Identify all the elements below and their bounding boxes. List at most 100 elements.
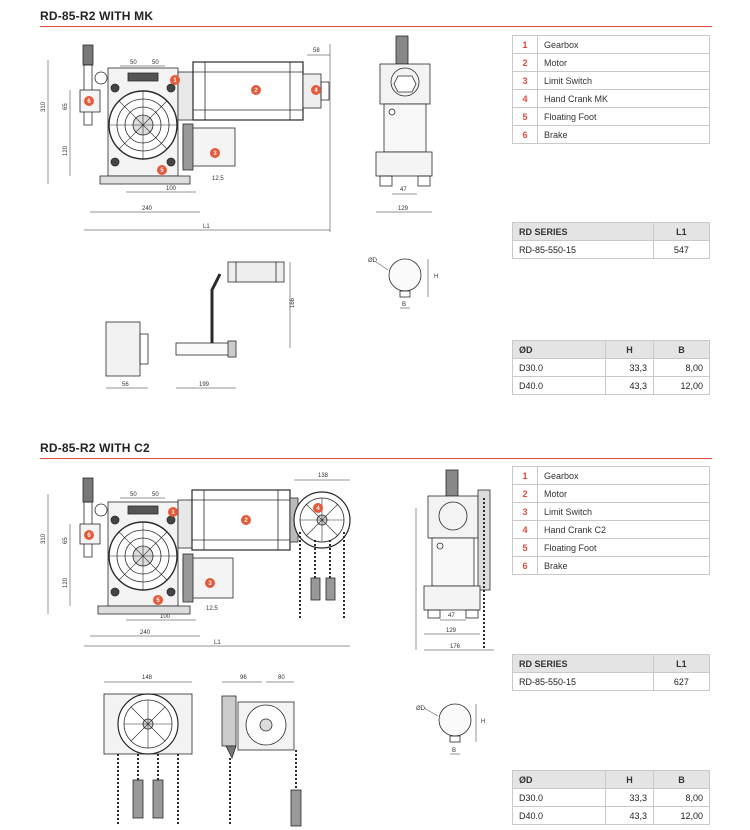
part-number: 5 — [512, 538, 538, 557]
dim-129: 129 — [446, 628, 457, 634]
part-number: 1 — [512, 466, 538, 485]
part-number: 2 — [512, 53, 538, 72]
dim-65: 65 — [63, 103, 69, 110]
dim-b: B — [402, 302, 406, 308]
part-number: 3 — [512, 502, 538, 521]
section-title-c2: RD-85-R2 WITH C2 — [40, 441, 150, 455]
dim-240: 240 — [140, 630, 151, 636]
svg-text:3: 3 — [213, 151, 217, 157]
part-label: Floating Foot — [537, 538, 710, 557]
dim-310: 310 — [41, 101, 47, 112]
dim-120: 120 — [63, 577, 69, 588]
svg-text:6: 6 — [87, 533, 91, 539]
section-title-mk: RD-85-R2 WITH MK — [40, 9, 154, 23]
dim-50b: 50 — [152, 60, 159, 66]
dim-47: 47 — [400, 187, 407, 193]
svg-text:2: 2 — [244, 518, 248, 524]
dim-47: 47 — [448, 613, 455, 619]
section-divider-c2 — [40, 458, 712, 459]
svg-text:6: 6 — [87, 99, 91, 105]
svg-text:5: 5 — [160, 168, 164, 174]
part-number: 1 — [512, 35, 538, 54]
dim-148: 148 — [142, 675, 153, 681]
part-label: Limit Switch — [537, 502, 710, 521]
svg-text:5: 5 — [156, 598, 160, 604]
dim-50b: 50 — [152, 492, 159, 498]
part-label: Motor — [537, 484, 710, 503]
part-label: Limit Switch — [537, 71, 710, 90]
dim-240: 240 — [142, 206, 153, 212]
dim-56: 56 — [122, 382, 129, 388]
dim-65: 65 — [63, 537, 69, 544]
dim-176: 176 — [450, 644, 461, 650]
svg-text:1: 1 — [173, 78, 177, 84]
part-number: 3 — [512, 71, 538, 90]
drawing-mk: 1 2 3 4 5 6 50 50 58 310 65 120 12.5 100… — [41, 35, 438, 389]
part-number: 6 — [512, 556, 538, 575]
part-number: 4 — [512, 89, 538, 108]
part-label: Brake — [537, 556, 710, 575]
dim-199: 199 — [199, 382, 210, 388]
dim-l1: L1 — [214, 640, 221, 646]
drawing-c2: 1 2 3 4 5 6 50 50 138 310 65 120 12.5 10… — [41, 469, 494, 827]
dim-h: H — [434, 274, 438, 280]
dim-120: 120 — [63, 145, 69, 156]
dim-50a: 50 — [130, 492, 137, 498]
dim-b: B — [452, 748, 456, 754]
dim-12-5: 12.5 — [212, 176, 224, 182]
part-number: 6 — [512, 125, 538, 144]
part-number: 5 — [512, 107, 538, 126]
dim-138: 138 — [318, 473, 329, 479]
svg-text:4: 4 — [316, 506, 320, 512]
part-label: Gearbox — [537, 466, 710, 485]
dim-166: 166 — [290, 297, 296, 308]
dim-od: ØD — [416, 706, 426, 712]
dim-80: 80 — [278, 675, 285, 681]
dim-100: 100 — [160, 614, 171, 620]
dim-310: 310 — [41, 533, 47, 544]
dim-100: 100 — [166, 186, 177, 192]
dim-h: H — [481, 719, 485, 725]
part-label: Brake — [537, 125, 710, 144]
section-divider-mk — [40, 26, 712, 27]
dim-od: ØD — [368, 258, 378, 264]
dim-50a: 50 — [130, 60, 137, 66]
dim-58: 58 — [313, 48, 320, 54]
part-number: 2 — [512, 484, 538, 503]
dim-12-5: 12.5 — [206, 606, 218, 612]
part-number: 4 — [512, 520, 538, 539]
dim-129: 129 — [398, 206, 409, 212]
part-label: Hand Crank C2 — [537, 520, 710, 539]
svg-text:1: 1 — [171, 510, 175, 516]
svg-text:4: 4 — [314, 88, 318, 94]
part-label: Motor — [537, 53, 710, 72]
